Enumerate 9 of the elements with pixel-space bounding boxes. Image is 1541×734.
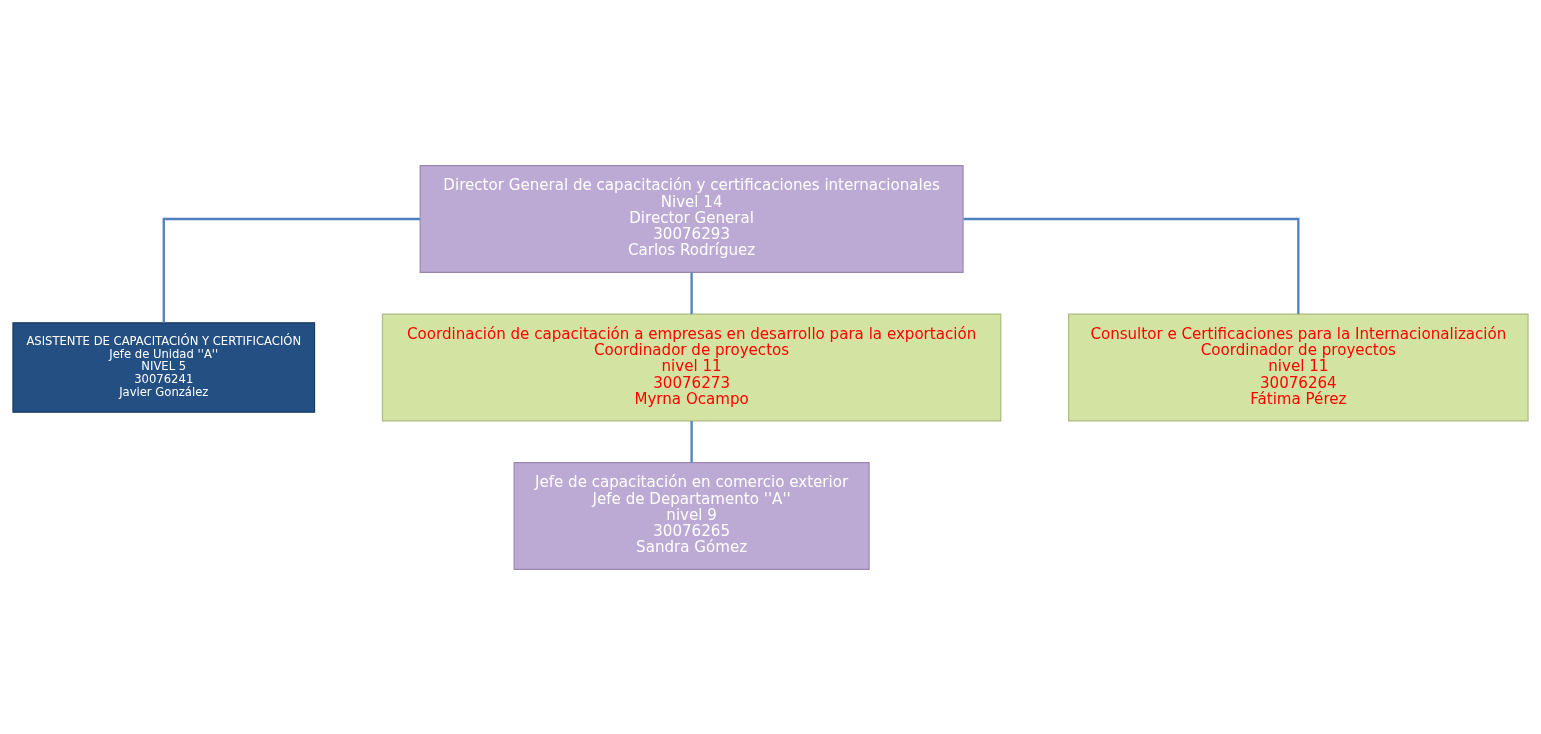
node-box: Consultor e Certificaciones para la Internacionalización Coordinador de proyectos nivel 11 30076264 Fátima Pérez: [1068, 313, 1529, 421]
connector: [690, 420, 693, 462]
node-box: Coordinación de capacitación a empresas en desarrollo para la exportación Coordinador de proyectos nivel 11 30076273 Myrna Ocampo: [381, 313, 1002, 421]
node-box: ASISTENTE DE CAPACITACIÓN Y CERTIFICACIÓN Jefe de Unidad ''A'' NIVEL 5 30076241 Javier González: [12, 321, 316, 413]
node-box: Director General de capacitación y certificaciones internacionales Nivel 14 Director General 30076293 Carlos Rodríguez: [419, 164, 964, 273]
connector: [162, 217, 420, 323]
connector: [690, 272, 693, 314]
node-box: Jefe de capacitación en comercio exterior Jefe de Departamento ''A'' nivel 9 30076265 Sandra Gómez: [513, 461, 870, 570]
connector: [963, 217, 1300, 314]
